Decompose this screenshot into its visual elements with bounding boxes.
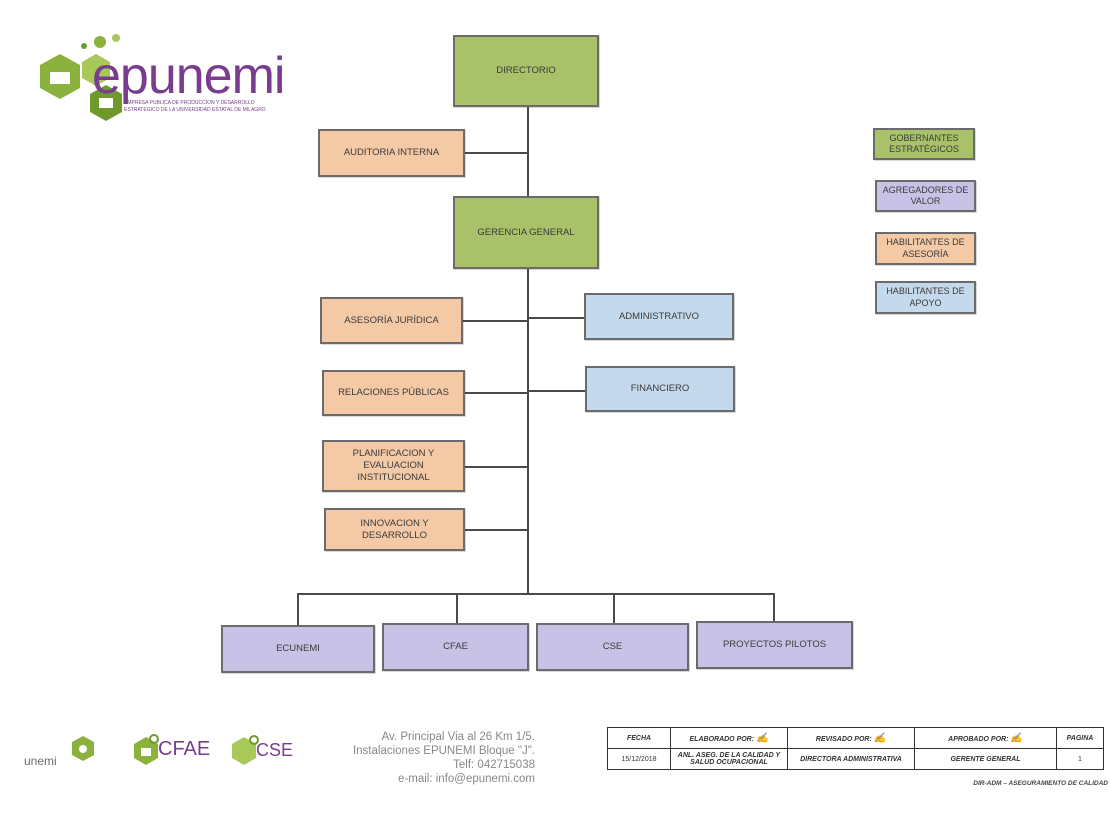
- pagina-label: PAGINA: [1056, 727, 1104, 749]
- ecunemi-drop: [297, 593, 299, 625]
- address-line-1: Av. Principal Via al 26 Km 1/5.: [381, 731, 535, 743]
- asesoria-connector: [463, 320, 528, 322]
- financiero-box: FINANCIERO: [585, 366, 735, 412]
- phone-line: Telf: 042715038: [453, 759, 535, 771]
- proyectos-drop: [773, 593, 775, 623]
- ecunemi-box: ECUNEMI: [221, 625, 375, 673]
- proyectos-pilotos-box: PROYECTOS PILOTOS: [696, 621, 853, 669]
- document-code: DIR-ADM – ASEGURAMIENTO DE CALIDAD: [973, 780, 1108, 787]
- cfae-hexagon-icon: [134, 734, 159, 765]
- logo-tagline-2: ESTRATEGICO DE LA UNIVERSIDAD ESTATAL DE…: [124, 107, 266, 113]
- pagina-value: 1: [1056, 748, 1104, 770]
- auditoria-interna-box: AUDITORIA INTERNA: [318, 129, 465, 177]
- aprobado-cell: APROBADO POR: ✍: [914, 727, 1057, 749]
- revisado-label: REVISADO POR:: [815, 735, 872, 743]
- elaborado-cell: ELABORADO POR: ✍: [670, 727, 788, 749]
- cse-logo-text: CSE: [256, 740, 294, 760]
- revisado-signature: ✍: [873, 732, 887, 744]
- administrativo-connector: [528, 317, 586, 319]
- asesoria-juridica-box: ASESORÍA JURÍDICA: [320, 297, 463, 344]
- directorio-box: DIRECTORIO: [453, 35, 599, 107]
- cfae-box: CFAE: [382, 623, 529, 671]
- epunemi-logo: epunemi EMPRESA PUBLICA DE PRODUCCION Y …: [12, 30, 312, 140]
- revisado-cell: REVISADO POR: ✍: [787, 727, 915, 749]
- cse-hexagon-icon: [232, 735, 259, 765]
- main-vertical-line: [527, 105, 529, 593]
- signature-table: FECHA ELABORADO POR: ✍ REVISADO POR: ✍ A…: [607, 727, 1104, 770]
- aprobado-signature: ✍: [1010, 732, 1023, 744]
- email-line: e-mail: info@epunemi.com: [398, 773, 535, 785]
- cse-drop: [613, 593, 615, 625]
- address-line-2: Instalaciones EPUNEMI Bloque "J".: [352, 745, 535, 757]
- cfae-drop: [456, 593, 458, 625]
- logo-wordmark: epunemi: [92, 47, 285, 105]
- legend-gobernantes: GOBERNANTES ESTRATÉGICOS: [873, 128, 975, 160]
- fecha-value: 15/12/2018: [607, 748, 671, 770]
- cfae-logo: CFAE: [128, 728, 218, 772]
- cse-logo: CSE: [226, 728, 306, 772]
- bottom-horizontal-line: [297, 593, 775, 595]
- administrativo-box: ADMINISTRATIVO: [584, 293, 734, 340]
- revisado-role: DIRECTORA ADMINISTRATIVA: [787, 748, 915, 770]
- unemi-logo-text: unemi: [24, 754, 57, 768]
- cse-box: CSE: [536, 623, 689, 671]
- elaborado-label: ELABORADO POR:: [689, 735, 755, 743]
- auditoria-connector: [465, 152, 528, 154]
- innovacion-desarrollo-box: INNOVACION Y DESARROLLO: [324, 508, 465, 551]
- fecha-label: FECHA: [607, 727, 671, 749]
- innovacion-connector: [465, 529, 528, 531]
- hexagon-cluster-icon: [40, 34, 122, 121]
- elaborado-signature: ✍: [756, 732, 769, 744]
- planificacion-box: PLANIFICACION Y EVALUACION INSTITUCIONAL: [322, 440, 465, 492]
- financiero-connector: [528, 390, 586, 392]
- aprobado-label: APROBADO POR:: [948, 735, 1009, 743]
- legend-habilitantes-apoyo: HABILITANTES DE APOYO: [875, 281, 976, 314]
- unemi-logo: unemi: [24, 732, 114, 772]
- planificacion-connector: [465, 466, 528, 468]
- legend-habilitantes-asesoria: HABILITANTES DE ASESORÍA: [875, 232, 976, 265]
- cfae-logo-text: CFAE: [158, 738, 211, 760]
- relaciones-connector: [465, 392, 528, 394]
- unemi-hexagon-icon: [72, 736, 94, 761]
- footer-address: Av. Principal Via al 26 Km 1/5. Instalac…: [300, 730, 535, 786]
- gerencia-general-box: GERENCIA GENERAL: [453, 196, 599, 269]
- legend-agregadores: AGREGADORES DE VALOR: [875, 180, 976, 212]
- elaborado-role: ANL. ASEG. DE LA CALIDAD Y SALUD OCUPACI…: [670, 748, 788, 770]
- aprobado-role: GERENTE GENERAL: [914, 748, 1057, 770]
- relaciones-publicas-box: RELACIONES PÚBLICAS: [322, 370, 465, 416]
- logo-tagline-1: EMPRESA PUBLICA DE PRODUCCION Y DESARROL…: [124, 100, 255, 106]
